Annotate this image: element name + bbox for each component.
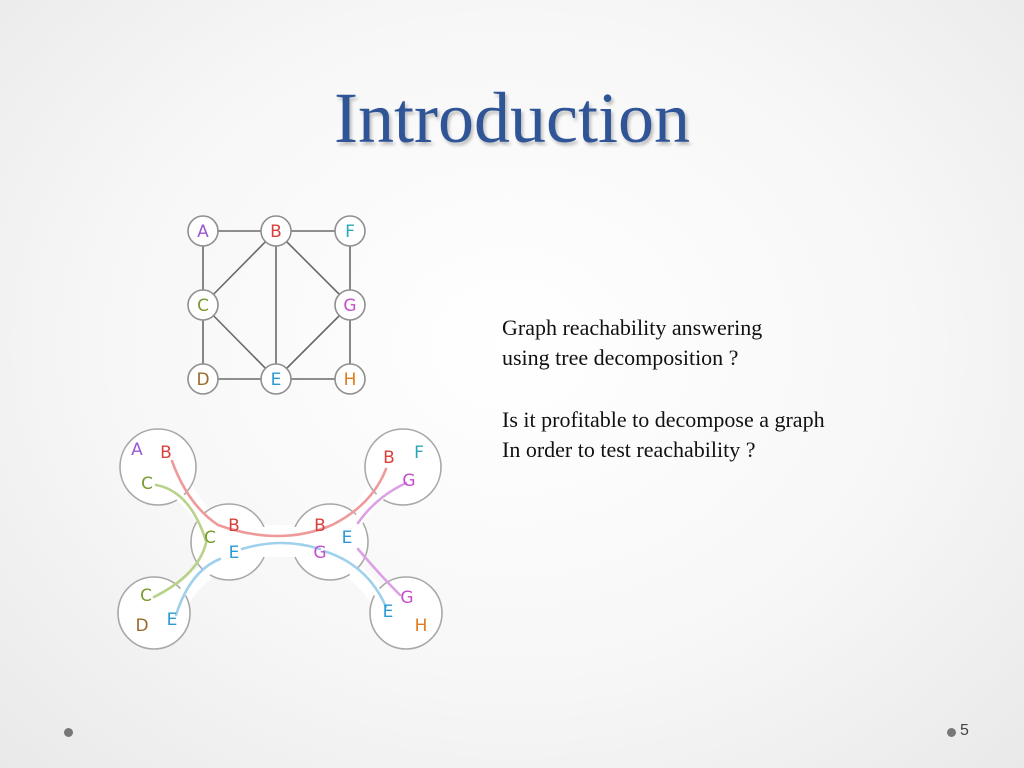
bag-cde-letter-d: D bbox=[135, 616, 148, 636]
paragraph-2: Is it profitable to decompose a graph In… bbox=[502, 405, 942, 465]
footer-dot-right bbox=[947, 728, 956, 737]
graph-node-b: B bbox=[260, 215, 292, 247]
paragraph-1-line-2: using tree decomposition ? bbox=[502, 345, 739, 370]
slide-text: Graph reachability answering using tree … bbox=[502, 313, 942, 465]
graph-node-label: D bbox=[196, 370, 209, 390]
link-c-top bbox=[154, 483, 208, 543]
bag-abc-letter-b: B bbox=[160, 443, 172, 463]
bag-egh-letter-g: G bbox=[400, 588, 413, 608]
graph-node-e: E bbox=[260, 363, 292, 395]
graph-node-label: H bbox=[344, 370, 357, 390]
graph-node-label: E bbox=[271, 370, 282, 390]
graph-node-label: B bbox=[270, 222, 282, 242]
bag-abc-letter-a: A bbox=[131, 440, 143, 460]
graph-node-g: G bbox=[334, 289, 366, 321]
paragraph-1-line-1: Graph reachability answering bbox=[502, 315, 763, 340]
graph-diagram: A B F C G D E H bbox=[187, 215, 366, 395]
graph-node-label: F bbox=[345, 222, 355, 242]
graph-edges bbox=[202, 230, 351, 380]
graph-node-d: D bbox=[187, 363, 219, 395]
bag-bfg-letter-f: F bbox=[414, 443, 424, 463]
graph-node-a: A bbox=[187, 215, 219, 247]
link-e-left bbox=[174, 557, 222, 617]
graph-node-c: C bbox=[187, 289, 219, 321]
bag-cde-letter-e: E bbox=[167, 610, 178, 630]
bag-bce-letter-b: B bbox=[228, 516, 240, 536]
graph-node-label: C bbox=[197, 296, 209, 316]
bag-bce-letter-c: C bbox=[204, 528, 216, 548]
paragraph-2-line-2: In order to test reachability ? bbox=[502, 437, 756, 462]
bag-beg-letter-e: E bbox=[342, 528, 353, 548]
bag-bfg-letter-g: G bbox=[402, 471, 415, 491]
bag-abc-letter-c: C bbox=[141, 474, 153, 494]
link-g-top bbox=[356, 481, 408, 525]
graph-nodes: A B F C G D E H bbox=[187, 215, 366, 395]
graph-edge-c-e bbox=[202, 304, 277, 380]
graph-edge-b-c bbox=[202, 230, 277, 306]
graph-node-f: F bbox=[334, 215, 366, 247]
bag-cde-letter-c: C bbox=[140, 586, 152, 606]
graph-node-label: A bbox=[197, 222, 209, 242]
graph-node-h: H bbox=[334, 363, 366, 395]
paragraph-1: Graph reachability answering using tree … bbox=[502, 313, 942, 373]
link-b bbox=[170, 459, 388, 538]
graph-node-label: G bbox=[343, 296, 356, 316]
link-g-bottom bbox=[356, 547, 402, 597]
link-e-middle bbox=[240, 541, 322, 551]
bag-beg-letter-b: B bbox=[314, 516, 326, 536]
bag-bfg-letter-b: B bbox=[383, 448, 395, 468]
graph-edge-g-e bbox=[275, 304, 351, 380]
link-c-bottom bbox=[152, 541, 208, 599]
page-number: 5 bbox=[960, 722, 969, 739]
bag-egh-letter-e: E bbox=[383, 602, 394, 622]
graph-edge-b-g bbox=[275, 230, 351, 306]
link-e-right bbox=[322, 549, 388, 609]
footer-dot-left bbox=[64, 728, 73, 737]
bag-beg-letter-g: G bbox=[313, 543, 326, 563]
bag-bce-letter-e: E bbox=[229, 543, 240, 563]
bag-egh-letter-h: H bbox=[415, 616, 428, 636]
paragraph-2-line-1: Is it profitable to decompose a graph bbox=[502, 407, 825, 432]
slide-title: Introduction bbox=[334, 78, 690, 158]
